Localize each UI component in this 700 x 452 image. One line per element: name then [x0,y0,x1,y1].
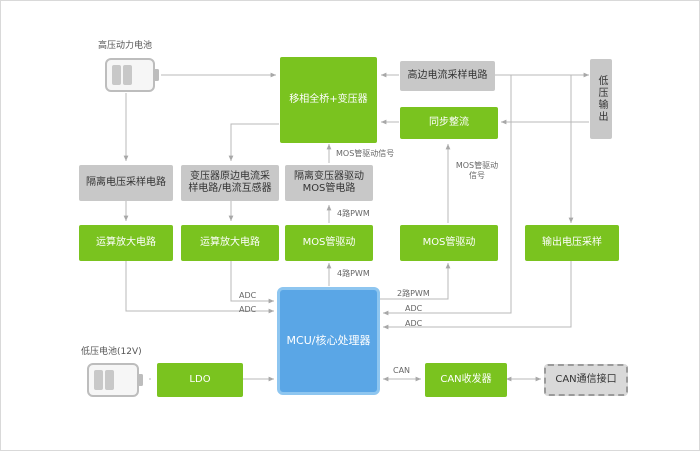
hv-battery-label: 高压动力电池 [98,41,153,51]
lv-battery-label: 低压电池(12V) [81,347,142,357]
adc-label-4: ADC [405,319,423,328]
hs-current-sample-block: 高边电流采样电路 [400,61,495,91]
opamp-block-1: 运算放大电路 [79,225,173,261]
mos-drive-signal-label-1: MOS管驱动信号 [336,149,395,158]
sync-rect-block: 同步整流 [400,107,498,139]
iso-xfmr-driver-block: 隔离变压器驱动MOS管电路 [285,165,373,201]
adc-label-1: ADC [239,291,257,300]
xfmr-current-sample-block: 变压器原边电流采样电路/电流互感器 [181,165,279,201]
mcu-block: MCU/核心处理器 [277,287,380,395]
battery-icon [105,58,159,92]
pwm4-label-a: 4路PWM [337,209,370,218]
opamp-block-2: 运算放大电路 [181,225,279,261]
can-label: CAN [393,366,411,375]
mos-drive-signal-label-2: MOS管驱动信号 [455,161,499,180]
phase-shift-bridge-block: 移相全桥+变压器 [280,57,377,143]
pwm4-label-b: 4路PWM [337,269,370,278]
iso-voltage-sample-block: 隔离电压采样电路 [79,165,173,201]
adc-label-3: ADC [405,304,423,313]
can-interface-block: CAN通信接口 [544,364,628,396]
ldo-block: LDO [157,363,243,397]
lv-output-block: 低压输出 [590,59,612,139]
output-voltage-sample-block: 输出电压采样 [525,225,619,261]
adc-label-2: ADC [239,305,257,314]
mos-driver-block-2: MOS管驱动 [400,225,498,261]
battery-icon [87,363,147,397]
can-transceiver-block: CAN收发器 [425,363,507,397]
pwm2-label: 2路PWM [397,289,430,298]
mos-driver-block-1: MOS管驱动 [285,225,373,261]
